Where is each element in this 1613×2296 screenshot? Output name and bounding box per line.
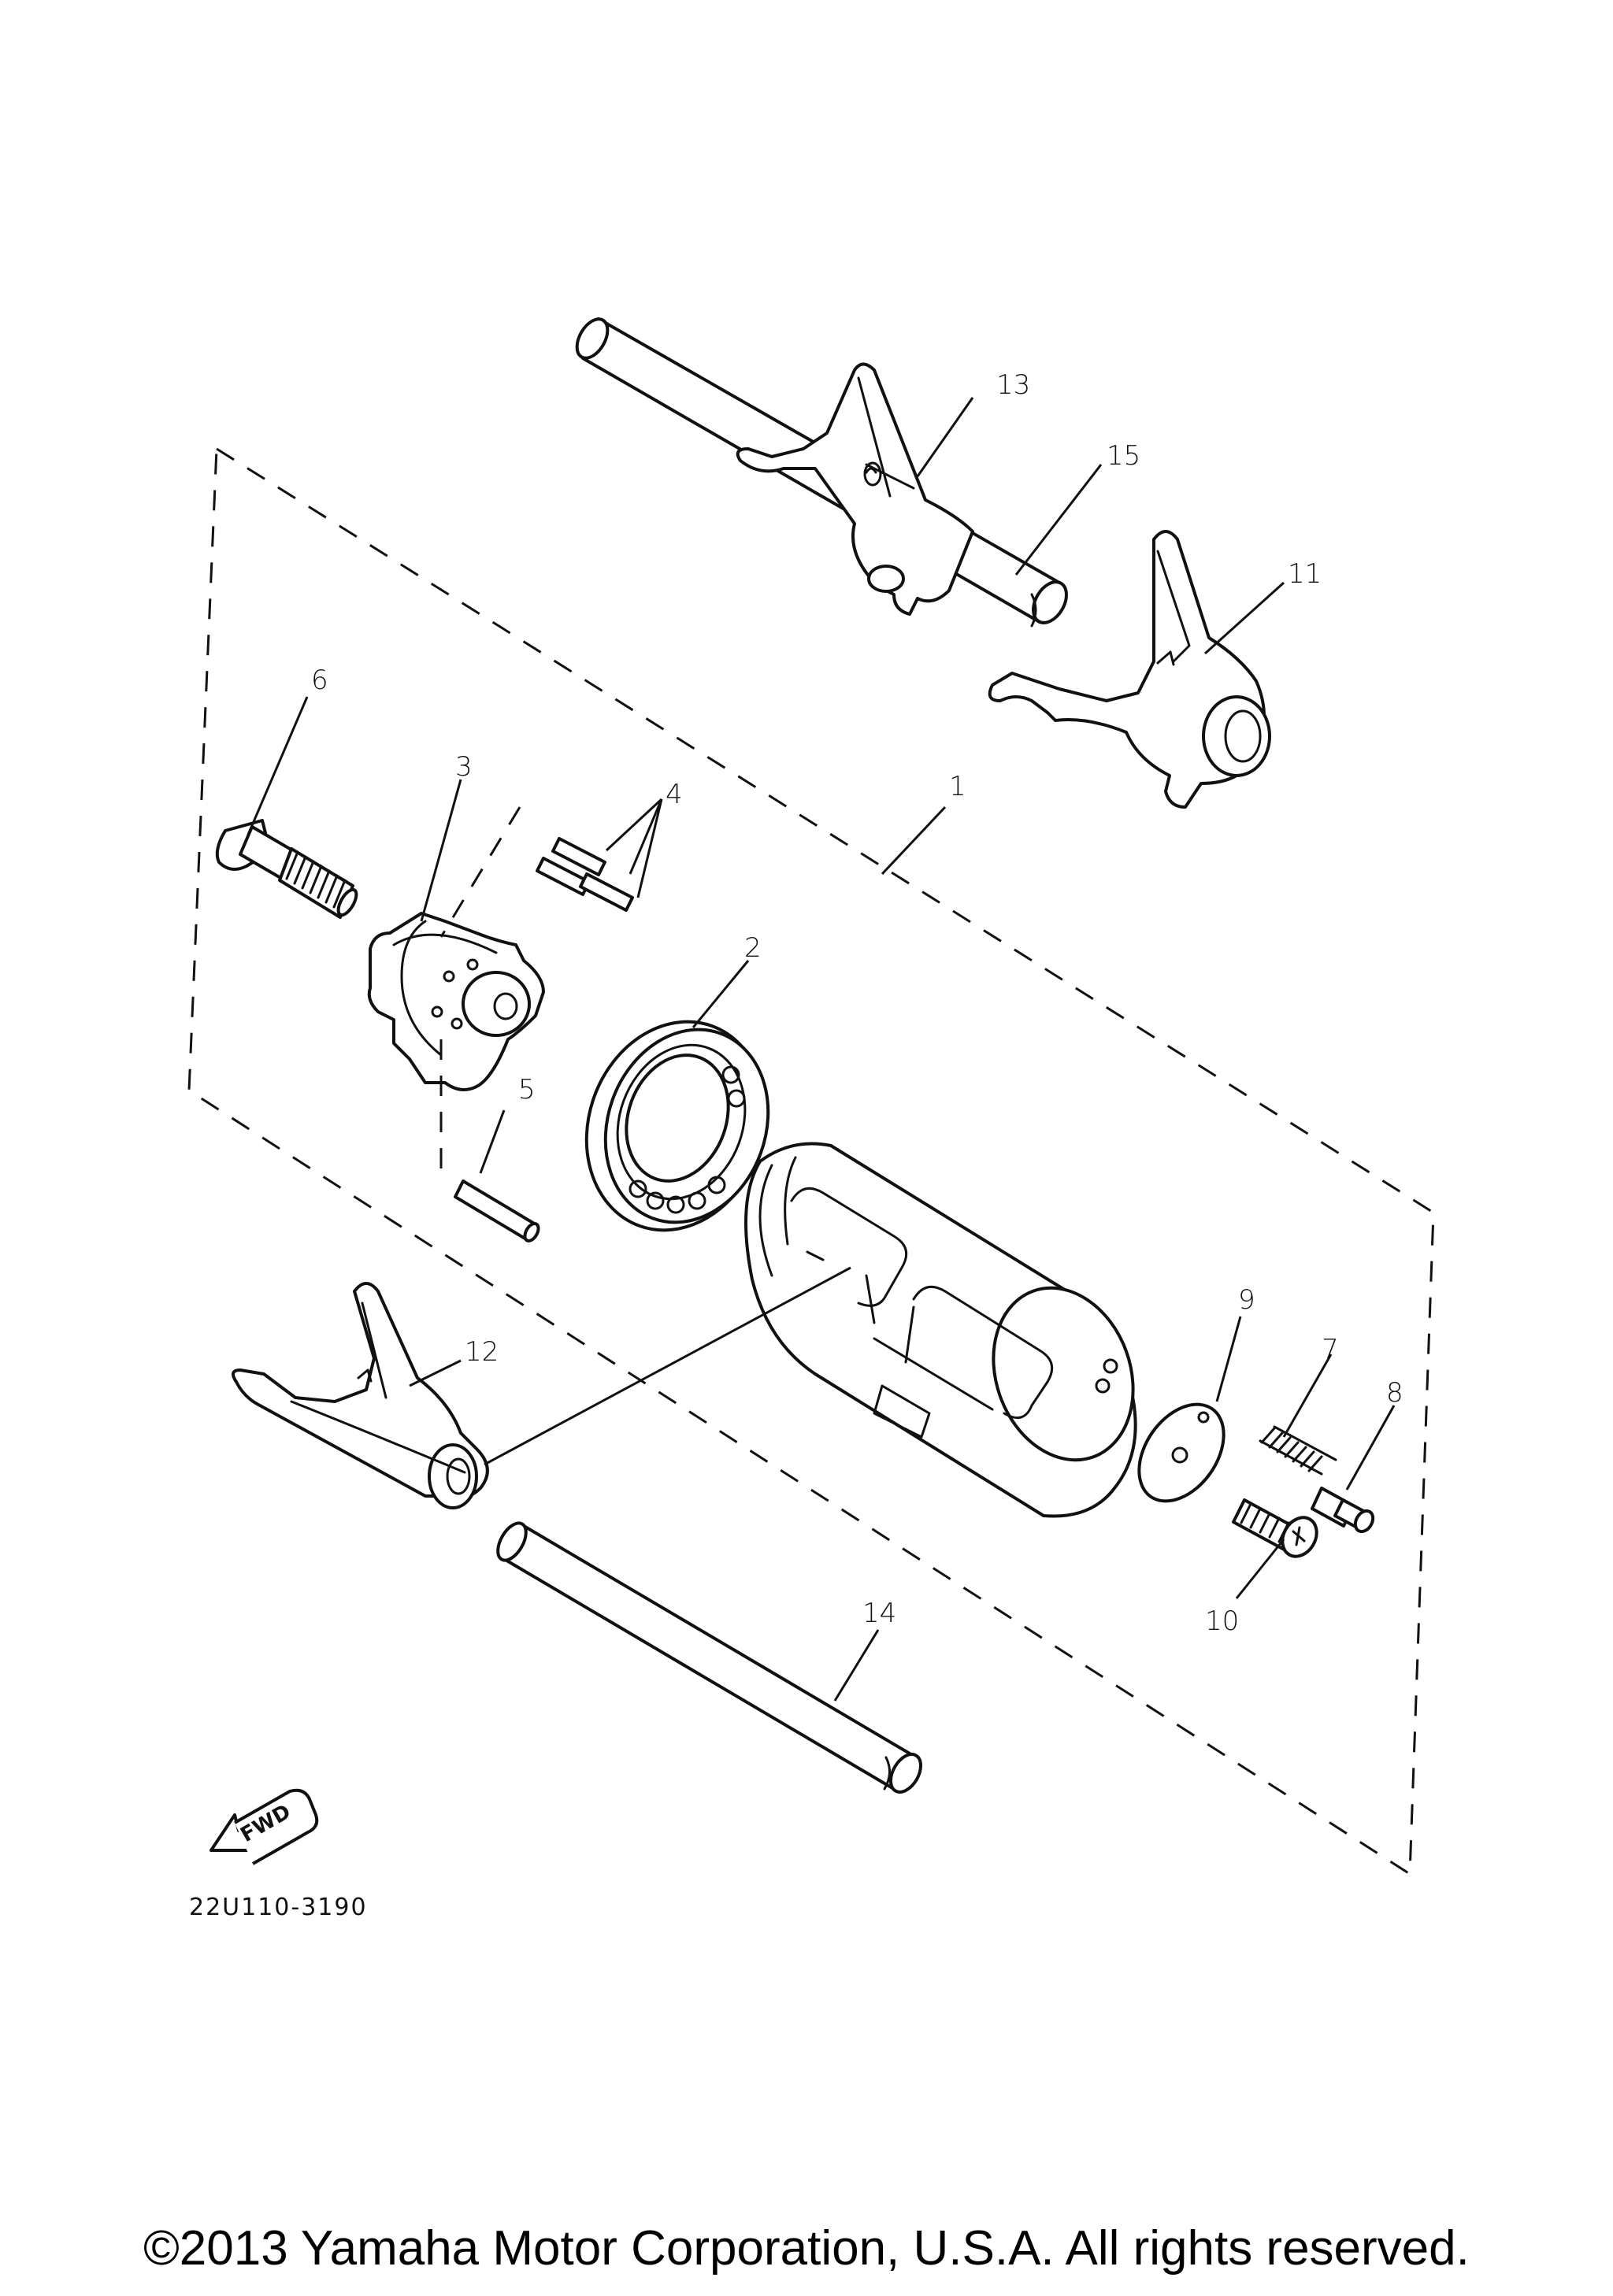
part-6-bolt — [215, 819, 358, 919]
callout-1: 1 — [949, 771, 966, 802]
copyright-notice: ©2013 Yamaha Motor Corporation, U.S.A. A… — [143, 2221, 1470, 2276]
part-4-pins — [536, 837, 634, 912]
callout-12: 12 — [465, 1336, 499, 1368]
part-2-bearing — [584, 1020, 770, 1232]
shift-drum — [744, 1142, 1137, 1518]
callout-9: 9 — [1238, 1284, 1255, 1316]
part-12-shift-fork — [232, 1282, 489, 1509]
callout-10: 10 — [1205, 1605, 1239, 1637]
part-8-stopper — [1311, 1487, 1375, 1534]
callout-2: 2 — [744, 932, 762, 964]
callout-13: 13 — [996, 369, 1030, 401]
part-7-spring — [1259, 1425, 1337, 1476]
leader-lines — [247, 397, 1396, 1702]
callout-8: 8 — [1386, 1377, 1403, 1409]
callout-15: 15 — [1107, 440, 1140, 472]
diagram-code: 22U110-3190 — [189, 1894, 368, 1921]
callout-5: 5 — [518, 1074, 536, 1105]
callout-4: 4 — [666, 779, 683, 810]
callout-3: 3 — [455, 751, 473, 783]
callout-11: 11 — [1288, 558, 1322, 590]
part-9-plate — [1137, 1402, 1226, 1503]
part-11-shift-fork — [988, 530, 1271, 809]
assembly-boundary — [187, 446, 1435, 1876]
part-13-shift-fork — [736, 362, 974, 616]
part-3-segment — [367, 912, 545, 1091]
callout-7: 7 — [1322, 1334, 1339, 1365]
part-5-pin — [454, 1179, 540, 1242]
fwd-arrow: FWD — [210, 1788, 319, 1865]
part-10-screw — [1232, 1498, 1318, 1558]
callout-6: 6 — [311, 665, 328, 696]
callout-14: 14 — [862, 1598, 896, 1629]
part-14-shift-fork-shaft — [496, 1521, 922, 1794]
callout-labels: 13 15 11 6 3 4 1 2 5 12 9 7 8 10 14 — [311, 369, 1403, 1637]
